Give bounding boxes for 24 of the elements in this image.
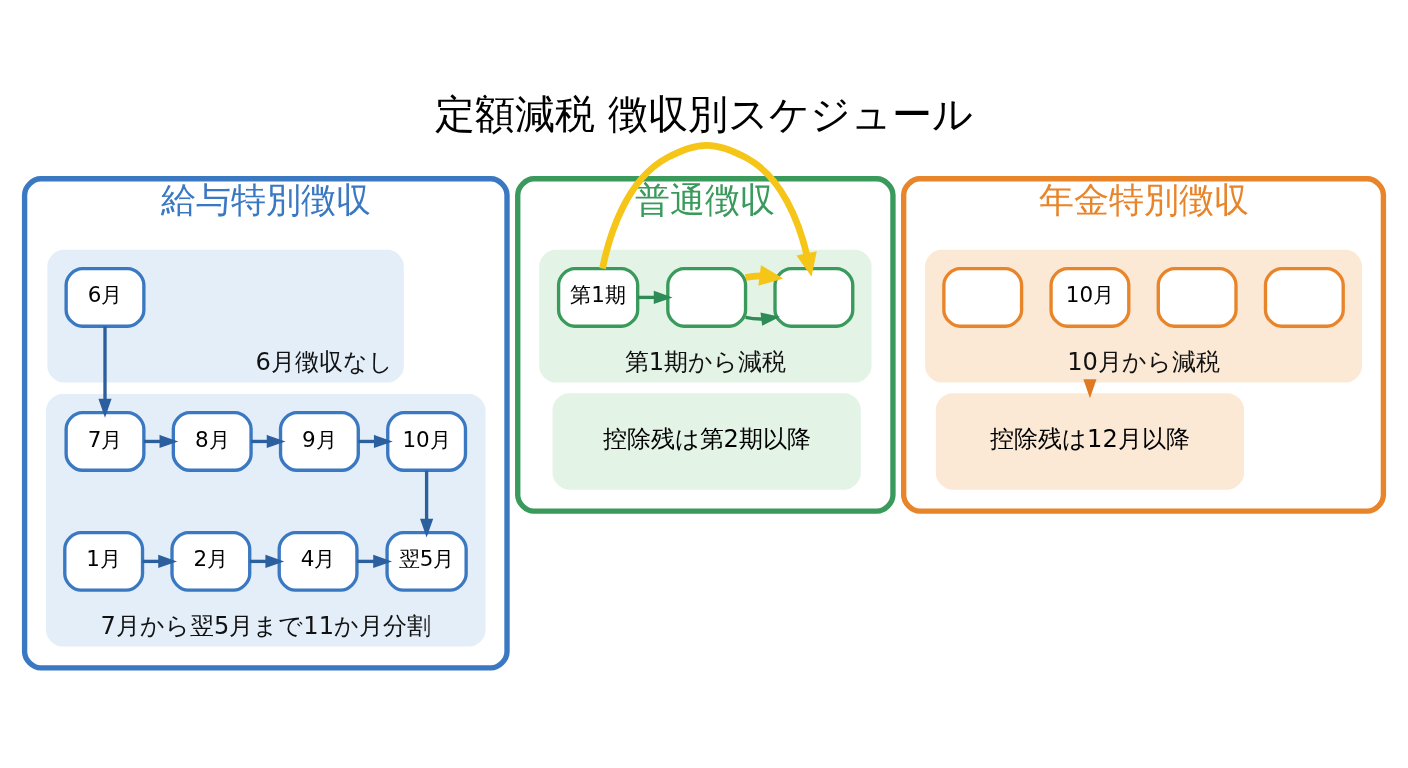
node-box: 翌5月 [385,530,468,592]
arrow [1083,378,1097,398]
node-box: 10月 [386,410,468,472]
arrow [98,325,112,418]
node-box: 4月 [277,530,359,592]
node-box: 10月 [1049,266,1131,328]
diagram-title: 定額減税 徴収別スケジュール [435,90,973,137]
node-box: 2月 [170,530,252,592]
node-calendar [1156,266,1238,328]
node-calendar [773,266,855,328]
node-calendar [1263,266,1345,328]
node-box: 8月 [171,410,253,472]
node-box: 1月 [63,530,145,592]
node-box: 7月 [64,410,146,472]
arrow [420,470,434,538]
node-box: 控除残は12月以降 [935,392,1245,490]
node-box: 9月 [278,410,360,472]
node-calendar [666,266,748,328]
node-box: 第1期 [556,266,640,328]
node-box: 6月 [64,266,146,328]
arrow [599,141,817,277]
node-box: 控除残は第2期以降 [552,392,861,490]
arrow [745,312,780,326]
node-calendar [942,266,1024,328]
